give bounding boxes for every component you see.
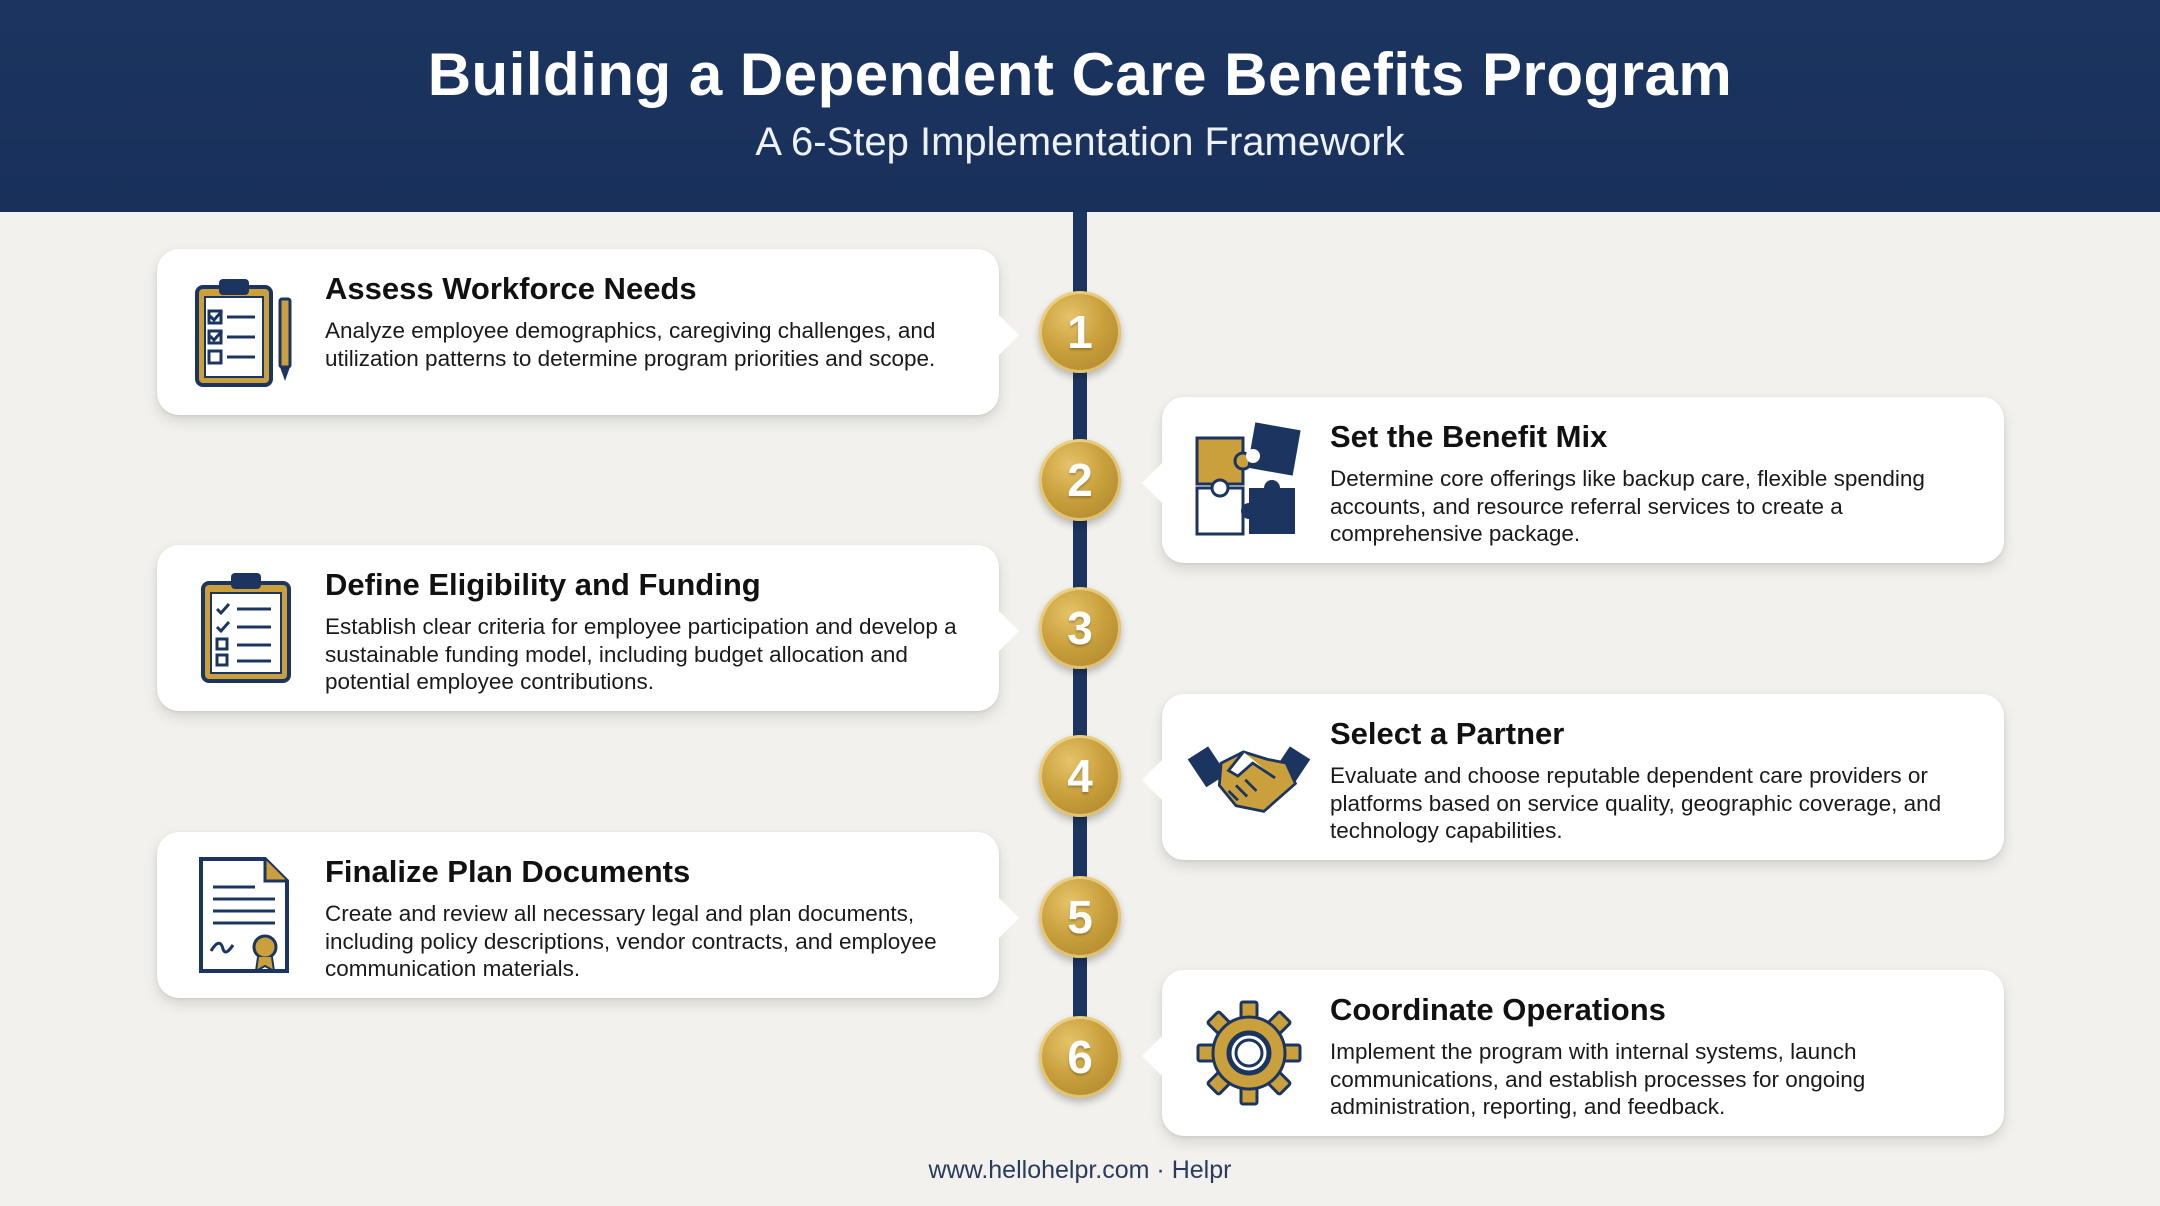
step-title: Coordinate Operations	[1330, 992, 1666, 1027]
step-card-1: Assess Workforce Needs Analyze employee …	[157, 249, 1019, 415]
step-description: Implement the program with internal syst…	[1330, 1039, 1866, 1119]
step-number-badge-1: 1	[1039, 291, 1121, 373]
gear-icon	[1184, 988, 1314, 1118]
step-number-badge-6: 6	[1039, 1016, 1121, 1098]
step-card-2: Set the Benefit Mix Determine core offer…	[1142, 397, 2004, 563]
handshake-icon	[1184, 712, 1314, 842]
step-number-badge-4: 4	[1039, 735, 1121, 817]
step-number-badge-5: 5	[1039, 876, 1121, 958]
step-description: Establish clear criteria for employee pa…	[325, 614, 957, 694]
step-description: Analyze employee demographics, caregivin…	[325, 318, 936, 371]
step-title: Define Eligibility and Funding	[325, 567, 761, 602]
checklist-clipboard-icon	[179, 563, 309, 693]
step-number-badge-2: 2	[1039, 439, 1121, 521]
step-card-6: Coordinate Operations Implement the prog…	[1142, 970, 2004, 1136]
page-title: Building a Dependent Care Benefits Progr…	[427, 41, 1733, 108]
clipboard-checklist-icon	[179, 267, 309, 397]
puzzle-pieces-icon	[1184, 415, 1314, 545]
step-title: Assess Workforce Needs	[325, 271, 697, 306]
header-banner: Building a Dependent Care Benefits Progr…	[0, 0, 2160, 212]
footer-credit: www.hellohelpr.com · Helpr	[928, 1156, 1232, 1184]
step-card-3: Define Eligibility and Funding Establish…	[157, 545, 1019, 711]
step-title: Select a Partner	[1330, 716, 1565, 751]
step-number-badge-3: 3	[1039, 587, 1121, 669]
step-card-5: Finalize Plan Documents Create and revie…	[157, 832, 1019, 998]
signed-document-icon	[179, 850, 309, 980]
step-description: Create and review all necessary legal an…	[325, 901, 937, 981]
step-title: Finalize Plan Documents	[325, 854, 691, 889]
step-description: Evaluate and choose reputable dependent …	[1330, 763, 1942, 843]
step-title: Set the Benefit Mix	[1330, 419, 1608, 454]
page-subtitle: A 6-Step Implementation Framework	[755, 120, 1405, 164]
step-description: Determine core offerings like backup car…	[1330, 466, 1925, 546]
step-card-4: Select a Partner Evaluate and choose rep…	[1142, 694, 2004, 860]
